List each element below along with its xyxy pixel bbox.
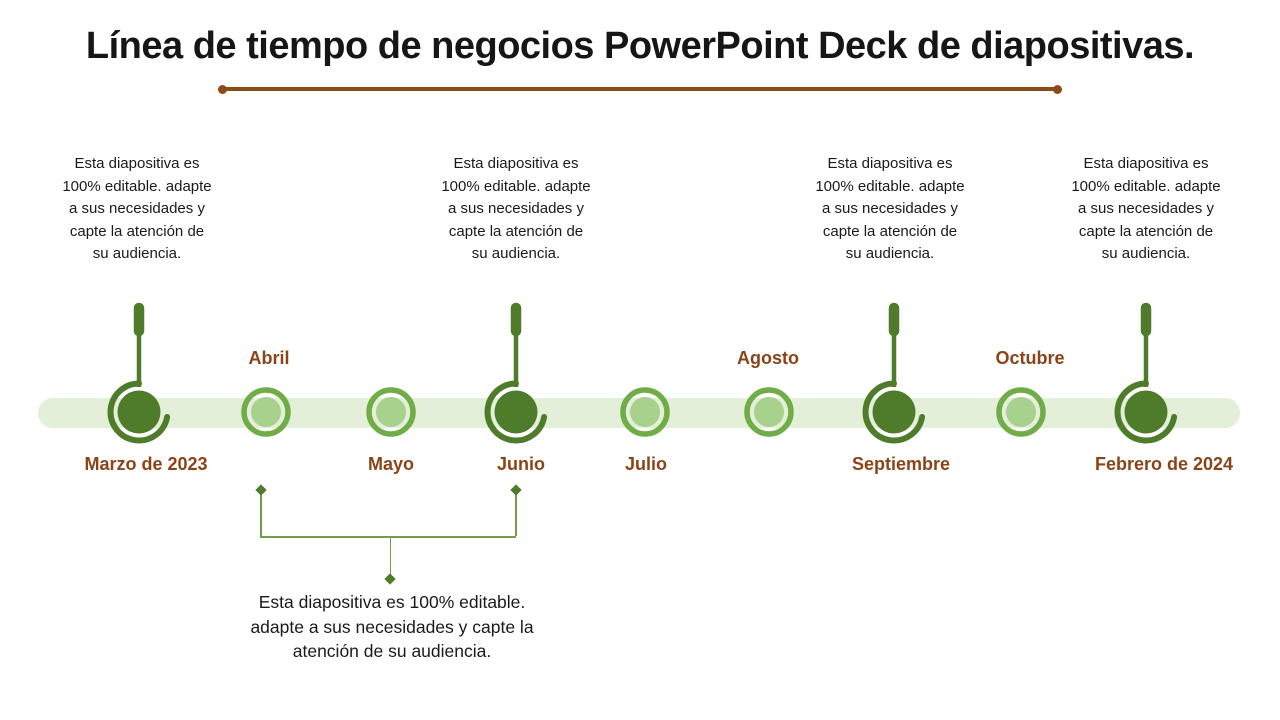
circle-marker-icon-mayo [363,384,419,440]
milestone-label-octubre: Octubre [995,348,1065,368]
bracket-stem-line [389,537,391,577]
bracket-diamond-left [255,484,267,496]
bracket-diamond-bottom [384,573,396,585]
milestone-label-abril: Abril [248,348,290,368]
pin-marker-icon-febrero-2024 [1108,294,1184,450]
callout-top-3: Esta diapositiva es 100% editable. adapt… [815,155,965,262]
bracket-left-line [260,493,262,536]
circle-marker-icon-abril [238,384,294,440]
milestone-label-agosto: Agosto [737,348,799,368]
milestone-label-febrero-2024: Febrero de 2024 [1094,454,1234,474]
callout-top-1: Esta diapositiva es 100% editable. adapt… [62,155,212,262]
pin-marker-icon-junio [478,294,554,450]
page-title: Línea de tiempo de negocios PowerPoint D… [85,25,1195,67]
milestone-label-mayo: Mayo [367,454,415,474]
milestone-label-julio: Julio [624,454,668,474]
callout-top-2: Esta diapositiva es 100% editable. adapt… [441,155,591,262]
bracket-diamond-right [510,484,522,496]
callout-top-4: Esta diapositiva es 100% editable. adapt… [1071,155,1221,262]
pin-marker-icon-septiembre [856,294,932,450]
bracket-right-line [515,493,517,536]
title-underline [218,84,1062,94]
callout-bottom: Esta diapositiva es 100% editable. adapt… [250,592,534,661]
milestone-label-junio: Junio [497,454,545,474]
circle-marker-icon-octubre [993,384,1049,440]
milestone-label-septiembre: Septiembre [851,454,951,474]
pin-marker-icon-marzo-2023 [101,294,177,450]
circle-marker-icon-julio [617,384,673,440]
bracket-horizontal-line [260,536,516,538]
circle-marker-icon-agosto [741,384,797,440]
milestone-label-marzo-2023: Marzo de 2023 [84,454,208,474]
